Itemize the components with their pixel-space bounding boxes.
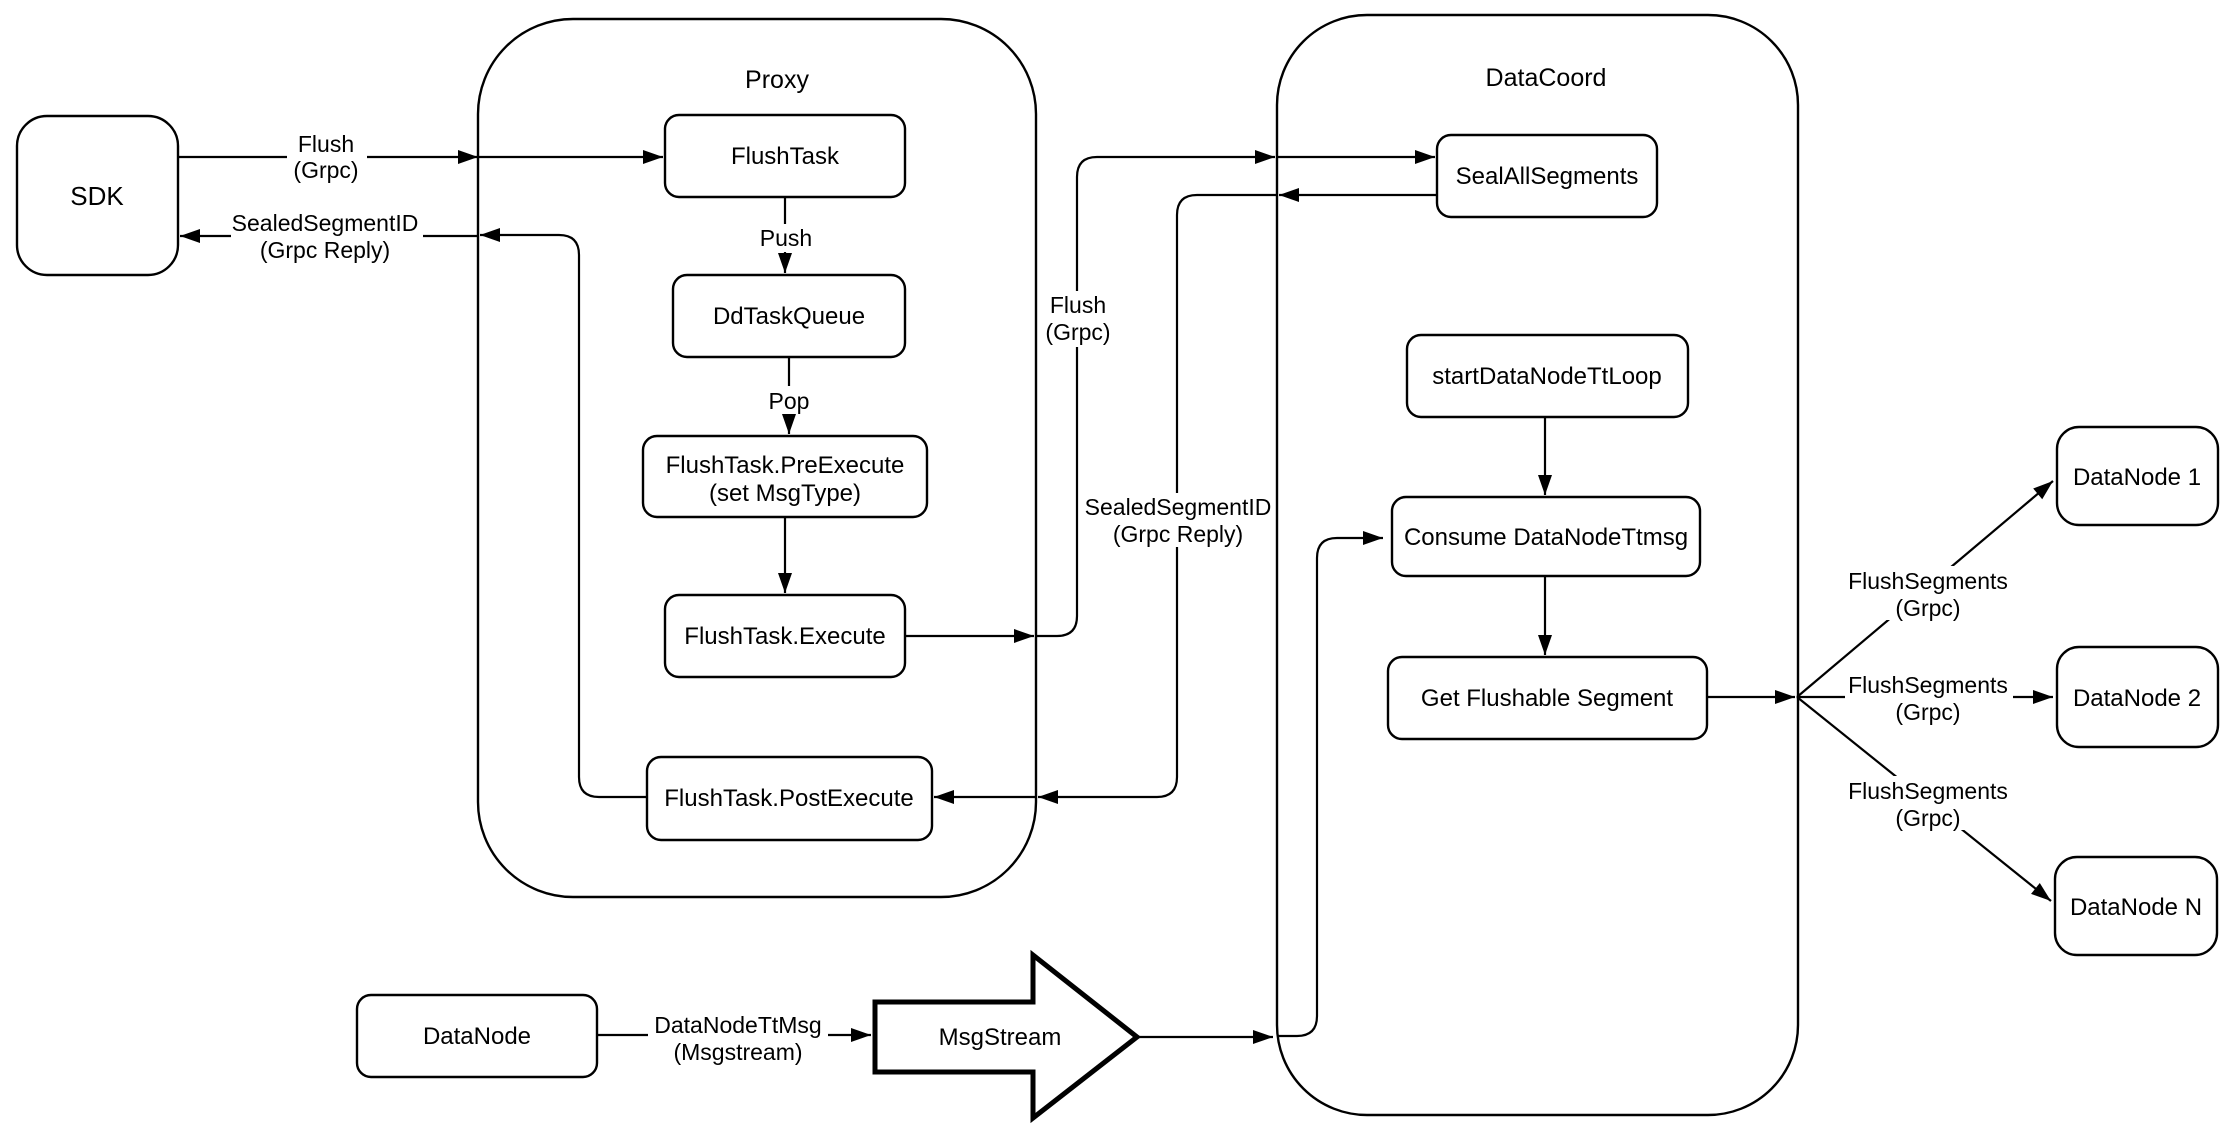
label-bg	[760, 386, 818, 414]
edge-label-sdk-flush-line1: Flush	[298, 131, 354, 157]
node-msgstream: MsgStream	[872, 949, 1142, 1124]
label-bg	[231, 212, 423, 262]
postexecute-box	[645, 755, 934, 842]
flushtask-label: FlushTask	[731, 143, 840, 170]
edge-label-push: Push	[760, 225, 812, 251]
datanode1-box	[2055, 425, 2220, 527]
datanode-label: DataNode	[423, 1023, 531, 1050]
edge-label-proxy-flush-line1: Flush	[1050, 292, 1106, 318]
getflushablesegment-box	[1386, 655, 1709, 741]
edge-label-datanodettmsg-line1: DataNodeTtMsg	[654, 1012, 821, 1038]
node-flushtask: FlushTask	[663, 113, 907, 199]
edge-label-flushsegments1-line2: (Grpc)	[1895, 595, 1960, 621]
edge-label-proxy-flush-line2: (Grpc)	[1045, 319, 1110, 345]
edge-label-proxy-reply-line1: SealedSegmentID	[1085, 494, 1272, 520]
flushtask-box	[663, 113, 907, 199]
execute-label: FlushTask.Execute	[684, 623, 885, 650]
getflushablesegment-label: Get Flushable Segment	[1421, 685, 1673, 712]
label-bg	[1039, 291, 1117, 347]
datanoden-label: DataNode N	[2070, 894, 2202, 921]
edge-datacoord-to-consume	[1277, 531, 1383, 1038]
edge-labels: Flush (Grpc) SealedSegmentID (Grpc Reply…	[231, 131, 2013, 1065]
nodes: SDK FlushTask DdTaskQueue FlushTask.PreE…	[15, 113, 2220, 1124]
node-postexecute: FlushTask.PostExecute	[645, 755, 934, 842]
node-datanode: DataNode	[355, 993, 599, 1079]
consumedatanodettmsg-label: Consume DataNodeTtmsg	[1404, 524, 1688, 551]
edge-label-sdk-reply-line1: SealedSegmentID	[232, 210, 419, 236]
edge-label-pop: Pop	[769, 388, 810, 414]
node-preexecute: FlushTask.PreExecute (set MsgType)	[641, 434, 929, 519]
label-bg	[1845, 776, 2013, 830]
edge-label-flushsegmentsn-line2: (Grpc)	[1895, 805, 1960, 831]
node-sdk: SDK	[15, 114, 180, 277]
node-datanode2: DataNode 2	[2055, 645, 2220, 749]
edge-label-flushsegments2-line2: (Grpc)	[1895, 699, 1960, 725]
sealallsegments-label: SealAllSegments	[1456, 163, 1639, 190]
datanode2-box	[2055, 645, 2220, 749]
label-bg	[1845, 566, 2013, 620]
edge-postexecute-to-proxy-edge	[480, 228, 647, 799]
preexecute-box	[641, 434, 929, 519]
msgstream-label: MsgStream	[939, 1024, 1062, 1051]
ddtaskqueue-label: DdTaskQueue	[713, 303, 865, 330]
node-getflushablesegment: Get Flushable Segment	[1386, 655, 1709, 741]
node-ddtaskqueue: DdTaskQueue	[671, 273, 907, 359]
edge-label-flushsegments1-line1: FlushSegments	[1848, 568, 2008, 594]
node-execute: FlushTask.Execute	[663, 593, 907, 679]
node-startdatanodettloop: startDataNodeTtLoop	[1405, 333, 1690, 419]
label-bg	[754, 224, 818, 252]
label-bg	[1081, 493, 1275, 547]
postexecute-label: FlushTask.PostExecute	[664, 785, 913, 812]
sealallsegments-box	[1435, 133, 1659, 219]
ddtaskqueue-box	[671, 273, 907, 359]
edge-label-sdk-flush-line2: (Grpc)	[293, 157, 358, 183]
proxy-container-title: Proxy	[745, 66, 809, 94]
consumedatanodettmsg-box	[1390, 495, 1702, 578]
preexecute-label-line2: (set MsgType)	[709, 480, 861, 507]
node-consumedatanodettmsg: Consume DataNodeTtmsg	[1390, 495, 1702, 578]
sdk-box	[15, 114, 180, 277]
sdk-label: SDK	[70, 181, 124, 211]
edge-label-datanodettmsg-line2: (Msgstream)	[673, 1039, 802, 1065]
label-bg	[648, 1010, 828, 1064]
label-bg	[1845, 670, 2013, 724]
datacoord-container-title: DataCoord	[1486, 64, 1607, 92]
datanode1-label: DataNode 1	[2073, 464, 2201, 491]
datanode2-label: DataNode 2	[2073, 685, 2201, 712]
edge-label-flushsegments2-line1: FlushSegments	[1848, 672, 2008, 698]
edge-label-flushsegmentsn-line1: FlushSegments	[1848, 778, 2008, 804]
node-datanoden: DataNode N	[2053, 855, 2219, 957]
edge-label-proxy-reply-line2: (Grpc Reply)	[1113, 521, 1243, 547]
edge-label-sdk-reply-line2: (Grpc Reply)	[260, 237, 390, 263]
node-datanode1: DataNode 1	[2055, 425, 2220, 527]
datanode-box	[355, 993, 599, 1079]
label-bg	[287, 133, 367, 183]
msgstream-block-arrow-shape	[872, 949, 1142, 1124]
startdatanodettloop-label: startDataNodeTtLoop	[1432, 363, 1661, 390]
execute-box	[663, 593, 907, 679]
node-sealallsegments: SealAllSegments	[1435, 133, 1659, 219]
edge-proxy-to-datacoord-flush	[1036, 150, 1275, 638]
startdatanodettloop-box	[1405, 333, 1690, 419]
datanoden-box	[2053, 855, 2219, 957]
preexecute-label-line1: FlushTask.PreExecute	[666, 452, 905, 479]
